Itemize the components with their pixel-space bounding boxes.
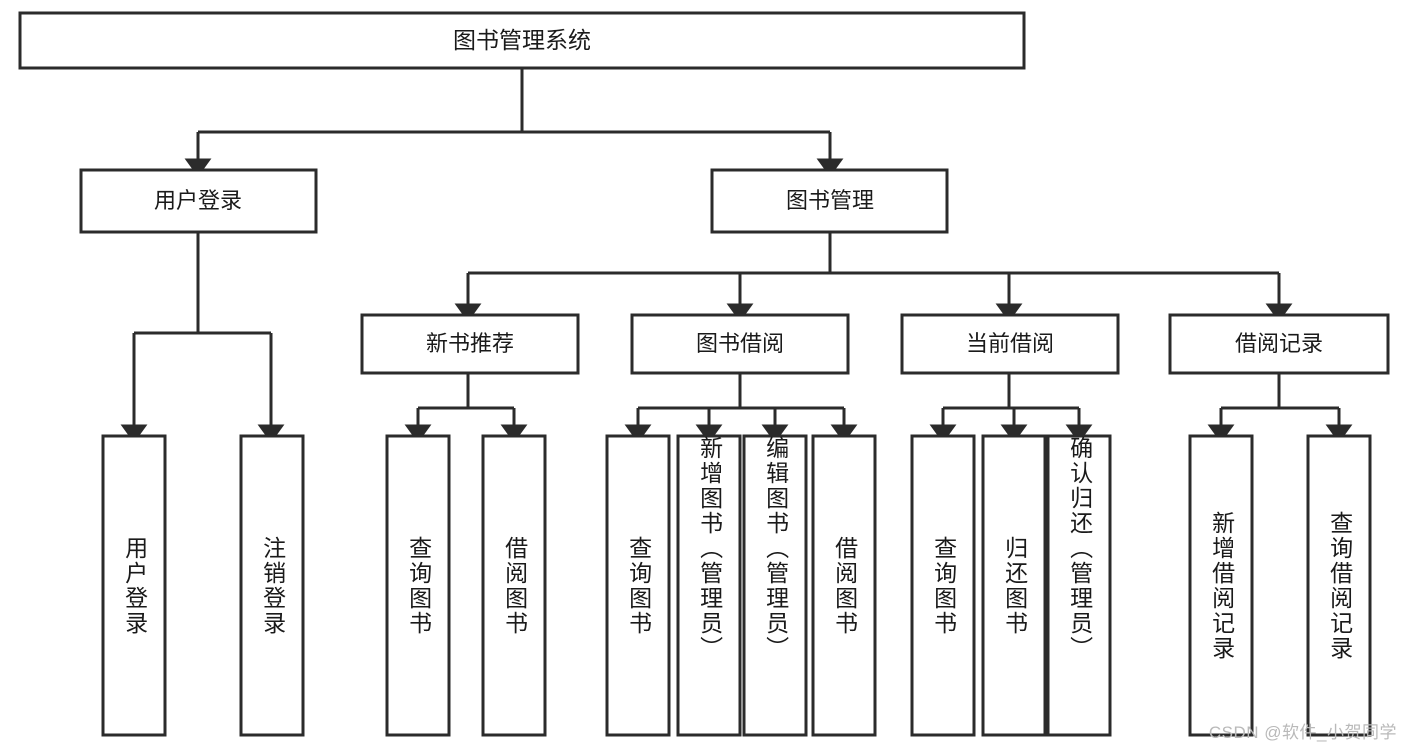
connector-lines bbox=[120, 68, 1353, 443]
node-new-book-recommend-label: 新书推荐 bbox=[426, 331, 514, 356]
leaf-box-query-record[interactable] bbox=[1306, 434, 1372, 737]
leaf-box-borrow-book-1[interactable] bbox=[481, 434, 547, 737]
node-user-login-box[interactable] bbox=[79, 168, 318, 234]
node-book-manage-label: 图书管理 bbox=[786, 188, 874, 213]
node-book-manage-box[interactable] bbox=[710, 168, 949, 234]
leaf-box-add-book[interactable] bbox=[676, 434, 742, 737]
leaf-box-user-login[interactable] bbox=[101, 434, 167, 737]
node-user-login[interactable]: 用户登录 bbox=[79, 168, 318, 234]
csdn-watermark: CSDN @软件_小贺同学 bbox=[1208, 723, 1397, 742]
node-root[interactable]: 图书管理系统 bbox=[18, 11, 1026, 70]
leaf-box-logout[interactable] bbox=[239, 434, 305, 737]
node-book-borrow[interactable]: 图书借阅 bbox=[630, 313, 850, 375]
node-new-book-recommend-box[interactable] bbox=[360, 313, 580, 375]
leaf-box-edit-book[interactable] bbox=[742, 434, 808, 737]
node-book-manage[interactable]: 图书管理 bbox=[710, 168, 949, 234]
leaf-box-query-book-3[interactable] bbox=[910, 434, 976, 737]
node-borrow-record-box[interactable] bbox=[1168, 313, 1390, 375]
node-root-box[interactable] bbox=[18, 11, 1026, 70]
leaf-box-query-book-1[interactable] bbox=[385, 434, 451, 737]
node-current-borrow[interactable]: 当前借阅 bbox=[900, 313, 1120, 375]
node-new-book-recommend[interactable]: 新书推荐 bbox=[360, 313, 580, 375]
leaf-box-confirm-return[interactable] bbox=[1046, 434, 1112, 737]
leaf-box-borrow-book-2[interactable] bbox=[811, 434, 877, 737]
node-book-borrow-label: 图书借阅 bbox=[696, 331, 784, 356]
node-borrow-record[interactable]: 借阅记录 bbox=[1168, 313, 1390, 375]
node-current-borrow-box[interactable] bbox=[900, 313, 1120, 375]
node-book-borrow-box[interactable] bbox=[630, 313, 850, 375]
node-root-label: 图书管理系统 bbox=[453, 27, 591, 53]
leaf-box-query-book-2[interactable] bbox=[605, 434, 671, 737]
node-current-borrow-label: 当前借阅 bbox=[966, 331, 1054, 356]
leaf-box-return-book[interactable] bbox=[981, 434, 1047, 737]
leaf-node-boxes bbox=[101, 434, 1372, 737]
node-user-login-label: 用户登录 bbox=[154, 188, 242, 213]
leaf-box-add-record[interactable] bbox=[1188, 434, 1254, 737]
node-borrow-record-label: 借阅记录 bbox=[1235, 331, 1323, 356]
